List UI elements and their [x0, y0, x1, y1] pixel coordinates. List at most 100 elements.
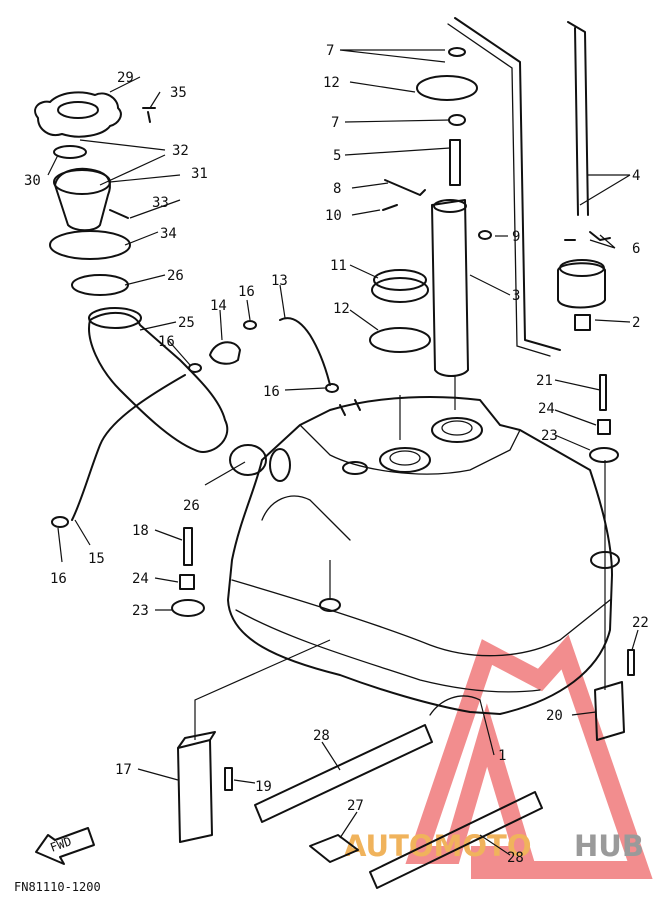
callout-7-lower: 7 — [331, 115, 339, 131]
bolt-21 — [599, 374, 607, 411]
filler-hose — [88, 311, 229, 453]
rubber-strip-28-lower — [369, 791, 543, 889]
callout-12-lower: 12 — [333, 301, 350, 317]
leader-lines — [47, 49, 639, 856]
callout-15: 15 — [88, 551, 105, 567]
sender-tube-top — [433, 199, 467, 213]
breather-hose-15 — [71, 374, 186, 521]
cap-gasket — [53, 145, 87, 159]
fwd-direction-icon: FWD — [35, 827, 95, 865]
watermark-triangle-icon — [405, 634, 653, 879]
grommet-23-left — [171, 599, 205, 617]
callout-17: 17 — [115, 762, 132, 778]
callout-3: 3 — [512, 288, 520, 304]
bolt-18 — [183, 527, 193, 566]
callout-33: 33 — [152, 195, 169, 211]
routing-line-17 — [194, 560, 331, 740]
fuel-cap-center — [57, 101, 99, 119]
callout-35: 35 — [170, 85, 187, 101]
rubber-pad-27 — [309, 834, 359, 863]
callout-9: 9 — [512, 229, 520, 245]
tank-opening-front-inner — [389, 450, 421, 466]
filler-neck-top — [53, 169, 111, 195]
callout-23-right: 23 — [541, 428, 558, 444]
clip-7-upper — [448, 47, 466, 57]
tank-vent-nipples — [339, 399, 361, 416]
hose-clip-16-lower — [51, 516, 69, 528]
callout-12-upper: 12 — [323, 75, 340, 91]
callout-8: 8 — [333, 181, 341, 197]
callout-26-lower: 26 — [183, 498, 200, 514]
callout-10: 10 — [325, 208, 342, 224]
fuel-line-inner — [447, 23, 551, 357]
callout-16-right: 16 — [263, 384, 280, 400]
callout-21: 21 — [536, 373, 553, 389]
callout-27: 27 — [347, 798, 364, 814]
cap-11-top — [373, 269, 427, 291]
collar-24-right — [597, 419, 611, 435]
screw-33 — [109, 209, 129, 219]
breather-hose-13 — [279, 317, 331, 386]
callout-24-left: 24 — [132, 571, 149, 587]
tank-filler-spout — [269, 448, 291, 482]
pipe-5 — [449, 139, 461, 186]
callout-labels: 1 2 3 4 5 6 7 7 8 9 10 11 12 12 13 14 15… — [24, 43, 649, 866]
check-valve-14 — [209, 341, 241, 365]
callout-30: 30 — [24, 173, 41, 189]
hose-clamp-upper — [71, 274, 129, 296]
callout-29: 29 — [117, 70, 134, 86]
tank-opening-front — [379, 447, 431, 473]
rubber-strip-28-upper — [254, 724, 433, 823]
mount-block-17-top — [177, 731, 216, 749]
fuel-hoses-4 — [567, 21, 589, 216]
callout-28-lower: 28 — [507, 850, 524, 866]
hose-clamp-lower — [229, 444, 267, 476]
callout-16-left: 16 — [158, 334, 175, 350]
callout-6: 6 — [632, 241, 640, 257]
figure-code: FN81110-1200 — [14, 880, 101, 894]
mount-block-17 — [177, 739, 213, 843]
callout-14: 14 — [210, 298, 227, 314]
callout-7-upper: 7 — [326, 43, 334, 59]
fuel-filter-outlet — [574, 314, 591, 331]
callout-31: 31 — [191, 166, 208, 182]
filler-neck-gasket — [49, 230, 131, 260]
callout-22: 22 — [632, 615, 649, 631]
tank-mount-hole — [319, 598, 341, 612]
fuel-filter-top — [559, 259, 605, 277]
fuel-tank — [227, 396, 613, 716]
cap-11 — [371, 277, 429, 303]
clips-6 — [564, 231, 611, 241]
fuel-cap — [34, 91, 122, 138]
bolt-22 — [627, 649, 635, 676]
watermark-logo: AUTOMOTO HUB — [344, 634, 653, 879]
callout-23-left: 23 — [132, 603, 149, 619]
callout-18: 18 — [132, 523, 149, 539]
sender-tube-3 — [431, 199, 469, 377]
callout-25: 25 — [178, 315, 195, 331]
bolt-8 — [384, 179, 426, 196]
callout-19: 19 — [255, 779, 272, 795]
clip-7-lower — [448, 114, 466, 126]
callout-24-right: 24 — [538, 401, 555, 417]
mount-block-20 — [594, 681, 625, 741]
routing-line-vertical — [399, 375, 606, 690]
callout-28-upper: 28 — [313, 728, 330, 744]
filler-neck — [54, 167, 111, 232]
fwd-label: FWD — [48, 834, 73, 855]
hose-clip-16-top — [243, 320, 257, 330]
callout-16-top: 16 — [238, 284, 255, 300]
tank-opening-rear — [431, 417, 483, 443]
tank-boss-left — [342, 461, 368, 475]
callout-20: 20 — [546, 708, 563, 724]
callout-32: 32 — [172, 143, 189, 159]
fuel-filter-2 — [557, 262, 606, 309]
oring-9 — [478, 230, 492, 240]
callout-13: 13 — [271, 273, 288, 289]
callout-26-upper: 26 — [167, 268, 184, 284]
tank-opening-rear-inner — [441, 420, 473, 436]
hose-clip-16-right — [325, 383, 339, 393]
callout-5: 5 — [333, 148, 341, 164]
screw-35 — [142, 107, 156, 123]
